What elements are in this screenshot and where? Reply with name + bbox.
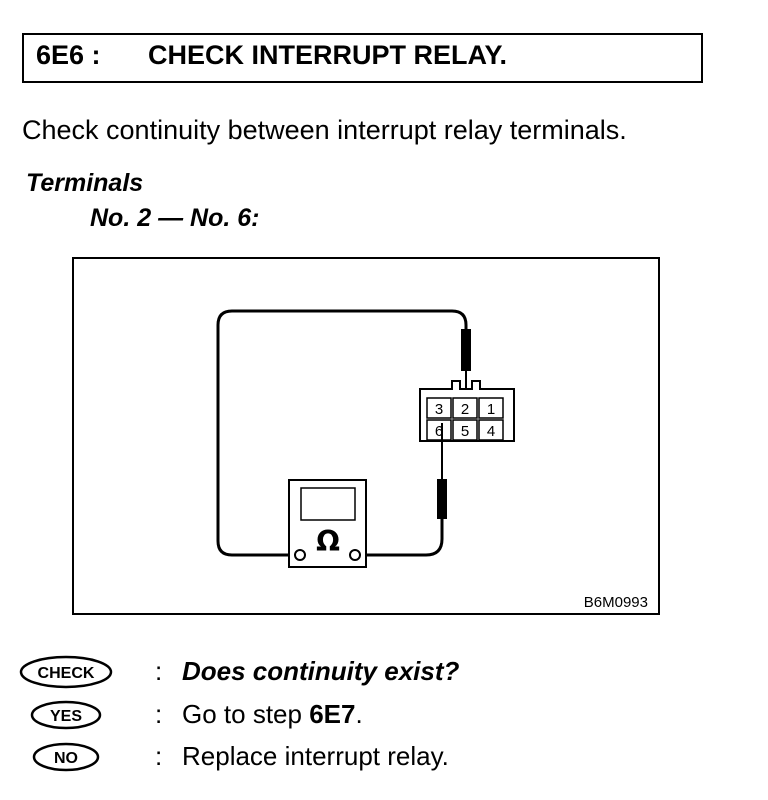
yes-text-suffix: .: [355, 699, 363, 729]
ohmmeter-icon: Ω: [288, 479, 367, 568]
yes-row: YES : Go to step 6E7.: [18, 697, 758, 733]
pin-1: 1: [487, 401, 495, 418]
svg-text:NO: NO: [54, 750, 78, 767]
step-number: 6E6 :: [36, 40, 101, 70]
yes-answer: Go to step 6E7.: [182, 699, 363, 730]
check-colon: :: [155, 656, 163, 686]
step-header: 6E6 : CHECK INTERRUPT RELAY.: [22, 33, 703, 83]
pin-4: 4: [487, 423, 495, 440]
terminals-pins: No. 2 — No. 6:: [90, 204, 260, 232]
no-row: NO : Replace interrupt relay.: [18, 739, 758, 775]
pin-6: 6: [435, 423, 443, 440]
check-badge-icon: CHECK: [19, 655, 113, 689]
ohm-symbol: Ω: [316, 525, 340, 558]
no-answer: Replace interrupt relay.: [182, 741, 449, 771]
pin-2: 2: [461, 401, 469, 418]
wire-right: [358, 519, 444, 557]
check-row: CHECK : Does continuity exist?: [18, 654, 758, 690]
probe-icon: [437, 423, 447, 519]
figure-code: B6M0993: [584, 594, 648, 611]
step-title: CHECK INTERRUPT RELAY.: [148, 40, 508, 70]
check-question: Does continuity exist?: [182, 656, 460, 686]
connector-icon: 3 2 1 6 5 4: [419, 380, 515, 442]
continuity-diagram: 3 2 1 6 5 4 Ω B6M0993: [72, 257, 660, 615]
pin-5: 5: [461, 423, 469, 440]
no-badge-icon: NO: [32, 742, 100, 772]
pin-3: 3: [435, 401, 443, 418]
yes-step-ref: 6E7: [309, 699, 356, 729]
instruction-text: Check continuity between interrupt relay…: [22, 115, 627, 145]
svg-text:CHECK: CHECK: [38, 665, 95, 682]
yes-badge-icon: YES: [30, 700, 102, 730]
yes-text-prefix: Go to step: [182, 699, 310, 729]
wire-left: [216, 309, 468, 557]
terminals-heading: Terminals: [26, 169, 144, 197]
no-colon: :: [155, 741, 163, 771]
svg-text:YES: YES: [50, 708, 82, 725]
yes-colon: :: [155, 699, 163, 729]
